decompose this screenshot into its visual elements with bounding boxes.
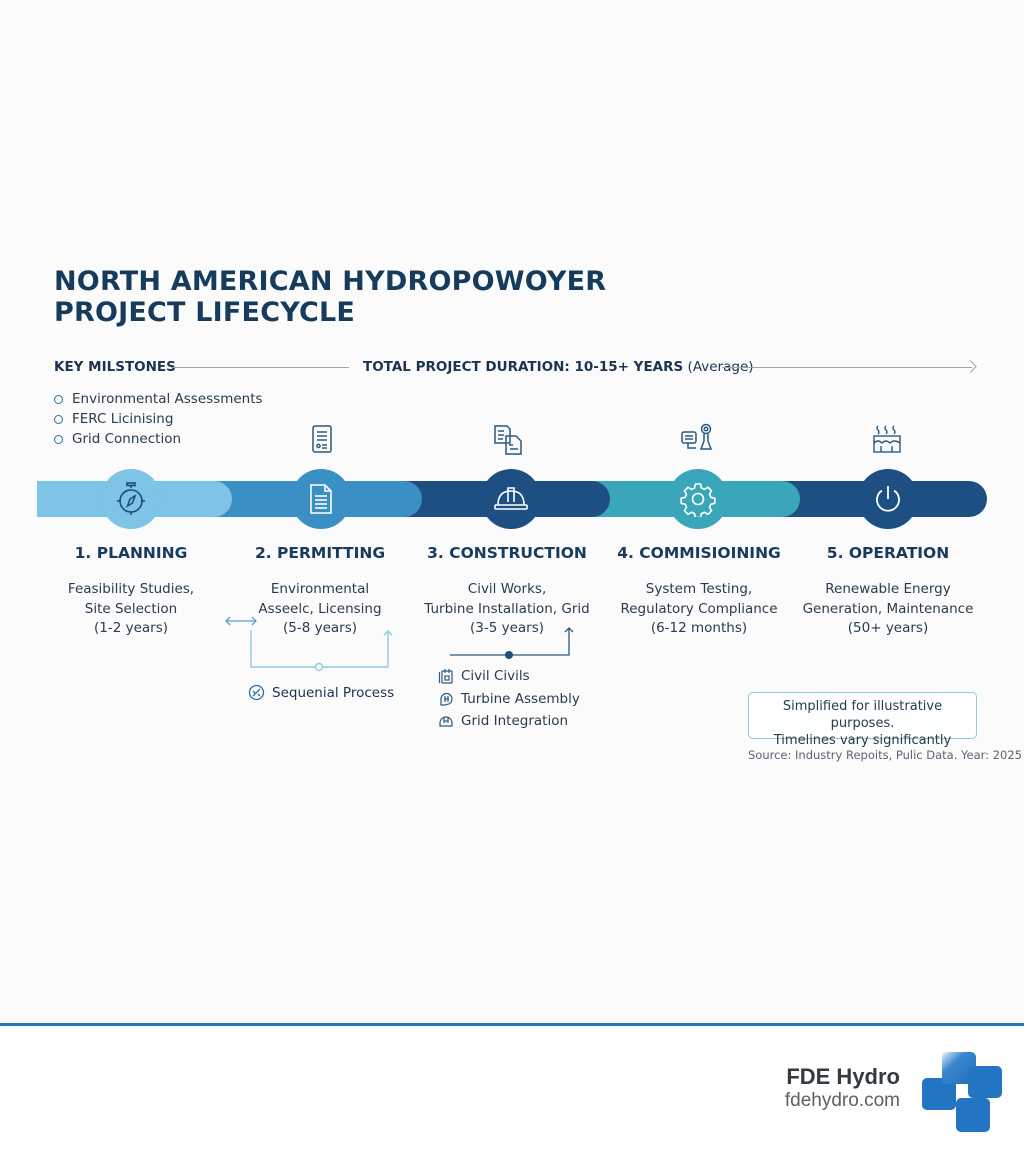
construction-step: Grid Integration xyxy=(438,710,580,733)
milestone-item: Grid Connection xyxy=(54,429,263,449)
circle-bullet-icon xyxy=(54,434,63,444)
gear-icon xyxy=(680,483,716,517)
phase-duration: (6-12 months) xyxy=(650,620,748,636)
phase-node-planning[interactable] xyxy=(101,469,161,529)
phase-title: 2. PERMITTING xyxy=(254,544,386,562)
phase-commissioning: 4. COMMISIOINING System Testing, Regulat… xyxy=(599,544,799,639)
brand-url[interactable]: fdehydro.com xyxy=(784,1090,900,1111)
phase-description: Civil Works, Turbine Installation, Grid … xyxy=(405,580,609,639)
phase-duration: (50+ years) xyxy=(847,620,929,636)
civil-works-icon xyxy=(438,669,453,684)
phase-title: 3. CONSTRUCTION xyxy=(427,544,587,562)
phase-node-permitting[interactable] xyxy=(291,469,351,529)
phase-node-commissioning[interactable] xyxy=(668,469,728,529)
page-title: NORTH AMERICAN HYDROPOWOYER PROJECT LIFE… xyxy=(54,266,606,328)
circle-bullet-icon xyxy=(54,414,63,424)
compass-icon xyxy=(117,482,145,515)
key-milestones-label: KEY MILSTONES xyxy=(54,359,176,375)
phase-operation: 5. OPERATION Renewable Energy Generation… xyxy=(788,544,988,639)
documents-stack-icon xyxy=(492,422,526,456)
circle-bullet-icon xyxy=(54,394,63,404)
process-icon xyxy=(248,684,265,701)
fde-hydro-logo-icon xyxy=(922,1052,1002,1132)
construction-step: Civil Civils xyxy=(438,665,580,688)
phase-node-operation[interactable] xyxy=(858,469,918,529)
disclaimer-box: Simplified for illustrative purposes. Ti… xyxy=(748,692,977,748)
brand-name: FDE Hydro xyxy=(786,1064,900,1089)
duration-timeline-line xyxy=(722,367,972,368)
total-duration-label: TOTAL PROJECT DURATION: 10-15+ YEARS (Av… xyxy=(363,359,754,375)
construction-steps-list: Civil Civils Turbine Assembly Grid Integ… xyxy=(438,665,580,733)
milestones-divider xyxy=(171,367,349,368)
phase-duration: (5-8 years) xyxy=(282,620,358,636)
milestone-item: FERC Licinising xyxy=(54,409,263,429)
phase-description: System Testing, Regulatory Compliance (6… xyxy=(599,580,799,639)
hydro-plant-icon xyxy=(870,422,904,456)
construction-connector xyxy=(450,627,574,659)
footer-divider xyxy=(0,1023,1024,1026)
phase-duration: (3-5 years) xyxy=(469,620,545,636)
grid-icon xyxy=(439,716,453,727)
checklist-document-icon xyxy=(305,422,339,456)
hard-hat-icon xyxy=(494,487,528,510)
phase-description: Environmental Asseelc, Licensing (5-8 ye… xyxy=(220,580,420,639)
brand-block: FDE Hydro fdehydro.com xyxy=(785,1064,900,1112)
phase-permitting: 2. PERMITTING Environmental Asseelc, Lic… xyxy=(220,544,420,639)
phase-description: Renewable Energy Generation, Maintenance… xyxy=(788,580,988,639)
title-line-2: PROJECT LIFECYCLE xyxy=(54,297,356,328)
title-line-1: NORTH AMERICAN HYDROPOWOYER xyxy=(54,266,607,297)
phase-node-construction[interactable] xyxy=(481,469,541,529)
phase-planning: 1. PLANNING Feasibility Studies, Site Se… xyxy=(31,544,231,639)
phase-construction: 3. CONSTRUCTION Civil Works, Turbine Ins… xyxy=(405,544,609,639)
document-icon xyxy=(310,484,332,514)
phase-title: 5. OPERATION xyxy=(826,544,950,562)
milestone-item: Environmental Assessments xyxy=(54,389,263,409)
monitor-control-icon xyxy=(680,422,714,456)
construction-step: Turbine Assembly xyxy=(438,688,580,711)
duration-average: (Average) xyxy=(687,359,754,375)
sequential-connector xyxy=(225,616,393,672)
phase-title: 1. PLANNING xyxy=(74,544,188,562)
turbine-icon xyxy=(440,692,453,706)
phase-description: Feasibility Studies, Site Selection (1-2… xyxy=(31,580,231,639)
phase-duration: (1-2 years) xyxy=(93,620,169,636)
sequential-process-label: Sequenial Process xyxy=(248,684,394,701)
power-icon xyxy=(876,486,900,512)
duration-text: TOTAL PROJECT DURATION: 10-15+ YEARS xyxy=(363,359,684,375)
footer xyxy=(0,1026,1024,1154)
arrow-right-icon xyxy=(964,360,977,373)
milestones-list: Environmental Assessments FERC Licinisin… xyxy=(54,389,263,449)
source-caption: Source: Industry Repoits, Pulic Data. Ye… xyxy=(748,748,1022,762)
phase-title: 4. COMMISIOINING xyxy=(617,544,781,562)
